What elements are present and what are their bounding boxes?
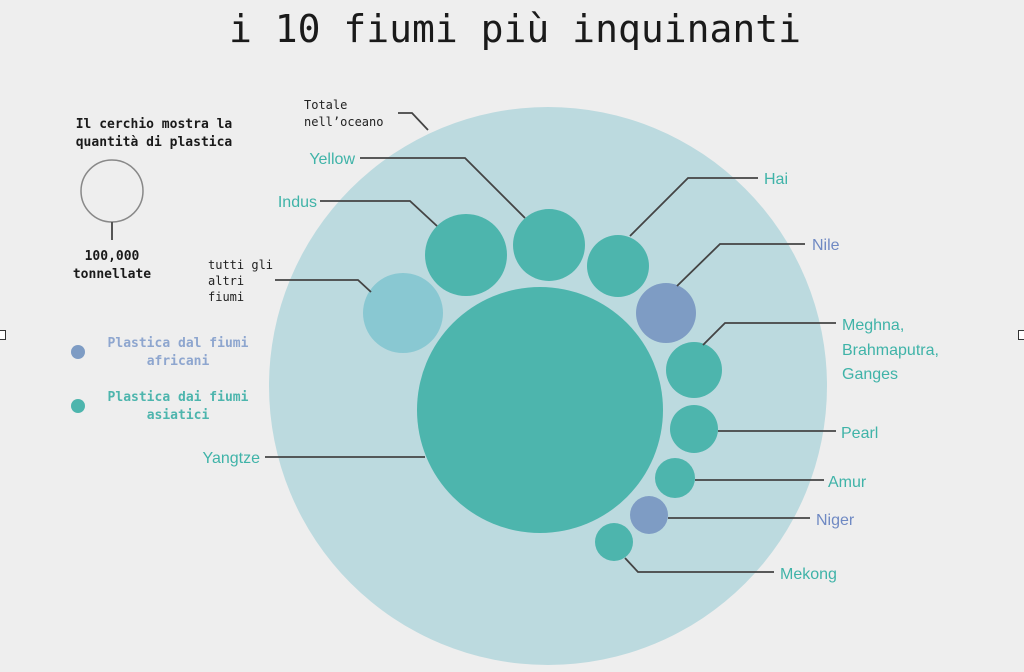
others-label-line1: tutti gli [208,258,273,272]
legend-african-line1: Plastica dal fiumi [108,336,249,351]
resize-handle-right[interactable] [1018,330,1024,340]
yellow-label: Yellow [309,151,355,168]
others-label-line3: fiumi [208,290,244,304]
nile-label: Nile [812,237,840,254]
meghna-label-line1: Meghna, [842,317,904,334]
hai-leader [629,177,758,237]
amur-label: Amur [828,474,867,491]
meghna-leader [702,322,836,346]
title: i 10 fiumi più inquinanti [229,7,801,51]
nile-leader [676,243,805,287]
nile-circle [636,283,696,343]
legend-african-dot [71,345,85,359]
scale-title-line2: quantità di plastica [76,135,233,150]
mekong-label: Mekong [780,566,837,583]
indus-label: Indus [278,194,317,211]
legend-asian-line1: Plastica dai fiumi [108,390,249,405]
yellow-circle [513,209,585,281]
meghna-circle [666,342,722,398]
indus-leader [320,200,438,227]
niger-circle [630,496,668,534]
other-rivers-circle [363,273,443,353]
ocean-label-line2: nell’oceano [304,115,383,129]
yangtze-circle [417,287,663,533]
legend-asian-line2: asiatici [147,408,210,423]
others-leader [275,279,372,293]
others-label-line2: altri [208,274,244,288]
amur-circle [655,458,695,498]
hai-circle [587,235,649,297]
indus-circle [425,214,507,296]
niger-label: Niger [816,512,855,529]
hai-label: Hai [764,171,788,188]
meghna-label-line2: Brahmaputra, [842,342,939,359]
pearl-label: Pearl [841,425,878,442]
pearl-circle [670,405,718,453]
ocean-label-line1: Totale [304,98,347,112]
ocean-leader [398,112,429,131]
meghna-label-line3: Ganges [842,366,898,383]
legend-african-line2: africani [147,354,210,369]
resize-handle-left[interactable] [0,330,6,340]
yangtze-label: Yangtze [202,450,260,467]
scale-title-line1: Il cerchio mostra la [76,117,233,132]
scale-unit: tonnellate [73,267,151,282]
yellow-leader [360,157,526,219]
scale-value: 100,000 [85,249,140,264]
scale-circle [80,159,144,223]
legend-asian-dot [71,399,85,413]
mekong-leader [624,557,774,573]
leader-lines [265,112,836,573]
mekong-circle [595,523,633,561]
